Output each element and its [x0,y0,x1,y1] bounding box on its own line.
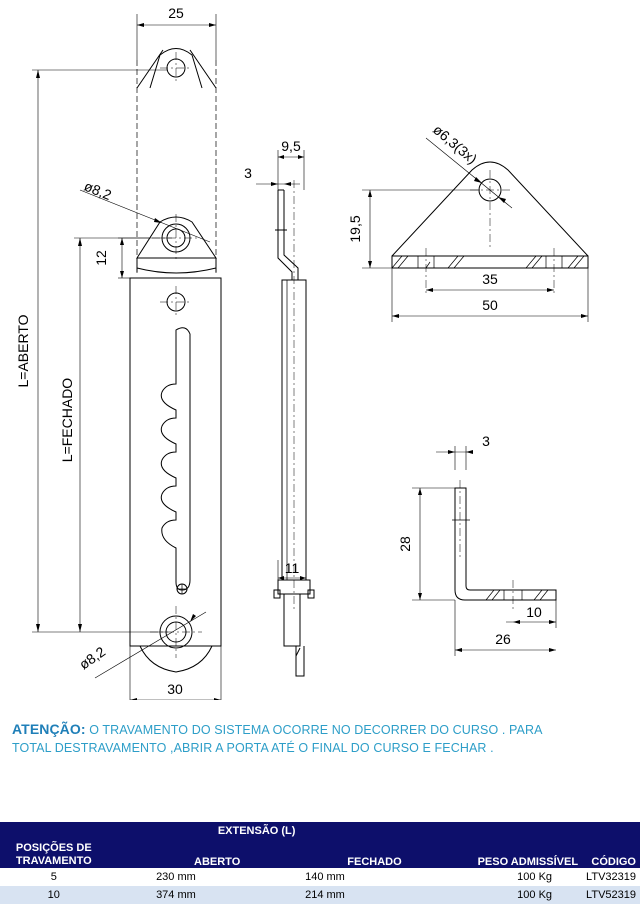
dim-side-3: 3 [244,165,252,181]
bracket-hatch [391,255,585,269]
notice-text: ATENÇÃO: O TRAVAMENTO DO SISTEMA OCORRE … [12,720,632,757]
side-view: 9,5 3 11 [244,138,315,677]
dim-bracket-height: 19,5 [347,215,363,242]
cell-code: LTV52319 [586,889,636,901]
dim-angle-26: 26 [495,631,511,647]
notice-line-2: TOTAL DESTRAVAMENTO ,ABRIR A PORTA ATÉ O… [12,741,494,755]
dim-pin-lower: ø8,2 [76,643,108,672]
front-view: 25 ø8,2 12 [15,5,222,700]
dim-offset-12: 12 [93,250,109,266]
header-positions-line-1: POSIÇÕES DE [15,842,92,854]
table-row: 5 230 mm 140 mm 100 Kg LTV32319 [0,868,640,886]
technical-drawing: 25 ø8,2 12 [15,5,589,700]
table-row: 10 374 mm 214 mm 100 Kg LTV52319 [0,886,640,904]
header-closed: FECHADO [244,840,406,868]
dim-l-fechado: L=FECHADO [59,378,75,463]
table-header-group-row: EXTENSÃO (L) [0,822,640,840]
header-empty-right [405,822,640,840]
dim-l-aberto: L=ABERTO [15,314,31,387]
header-open: ABERTO [107,840,245,868]
dim-pin-upper: ø8,2 [82,178,114,203]
dim-angle-10: 10 [526,604,542,620]
cell-open: 230 mm [156,871,196,883]
cell-load: 100 Kg [517,889,553,901]
cell-open: 374 mm [156,889,196,901]
cell-positions: 10 [47,889,60,901]
cell-load: 100 Kg [517,871,553,883]
dim-bracket-hole: ø6,3(3x) [430,121,480,167]
dim-bottom-width: 30 [167,681,183,697]
dim-side-top: 9,5 [281,138,301,154]
dim-bracket-50: 50 [482,297,498,313]
angle-hatch [485,589,549,601]
header-code: CÓDIGO [582,840,640,868]
spec-table: EXTENSÃO (L) POSIÇÕES DE TRAVAMENTO ABER… [0,822,640,904]
mounting-bracket-view: ø6,3(3x) 19,5 35 50 [347,121,589,322]
dim-bracket-35: 35 [482,271,498,287]
notice-label: ATENÇÃO: [12,721,86,737]
header-positions: POSIÇÕES DE TRAVAMENTO [0,840,108,868]
cell-positions: 5 [50,871,57,883]
dim-side-11: 11 [285,560,300,576]
header-extension: EXTENSÃO (L) [107,822,406,840]
header-load: PESO ADMISSÍVEL [405,840,583,868]
dim-angle-28: 28 [397,536,413,552]
header-positions-line-2: TRAVAMENTO [15,855,92,867]
angle-bracket-view: 3 28 10 26 [397,433,557,656]
cell-closed: 214 mm [305,889,345,901]
cell-code: LTV32319 [586,871,636,883]
notice-line-1: O TRAVAMENTO DO SISTEMA OCORRE NO DECORR… [89,723,543,737]
table-header-row: POSIÇÕES DE TRAVAMENTO ABERTO FECHADO PE… [0,840,640,868]
header-empty [0,822,108,840]
dim-angle-3: 3 [482,433,490,449]
dim-top-width: 25 [168,5,184,21]
cell-closed: 140 mm [305,871,345,883]
